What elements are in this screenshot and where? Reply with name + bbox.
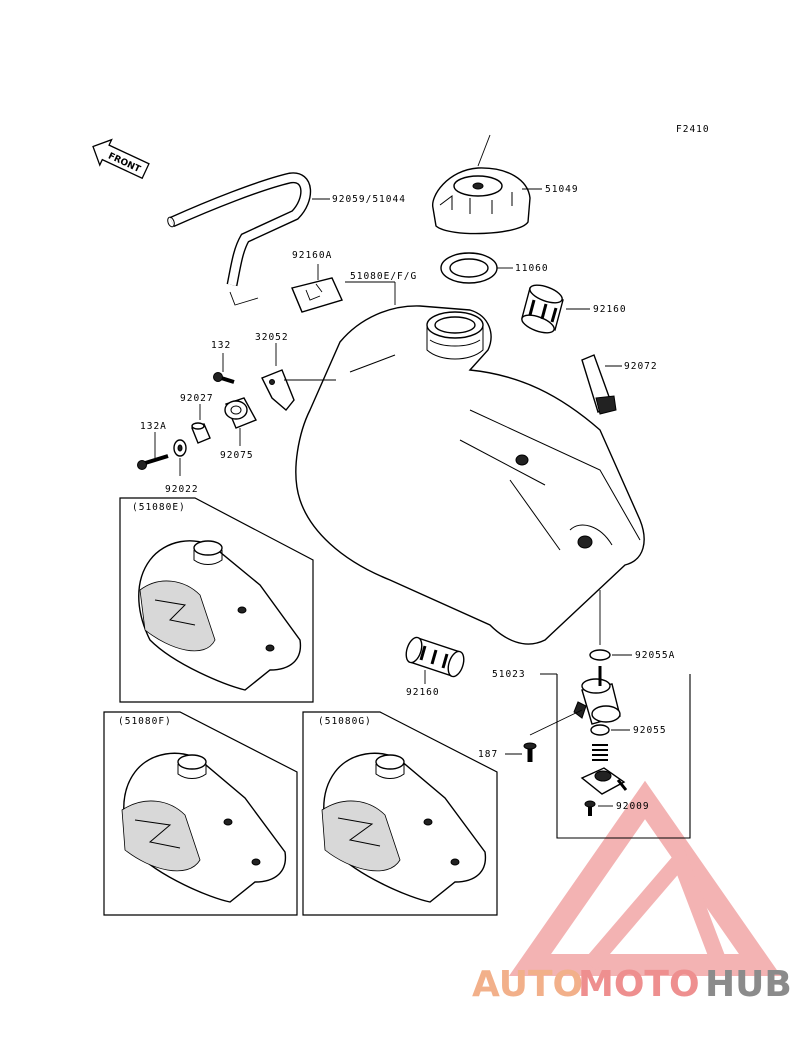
fuel-cock-box <box>556 674 691 839</box>
label-92075: 92075 <box>220 450 254 461</box>
screw-92009 <box>584 800 596 816</box>
bolt-132A <box>137 454 169 470</box>
label-92027: 92027 <box>180 393 214 404</box>
label-92009: 92009 <box>616 801 650 812</box>
main-fuel-tank <box>295 305 645 645</box>
label-51080EFG: 51080E/F/G <box>350 271 417 282</box>
label-92160A: 92160A <box>292 250 332 261</box>
label-32052: 32052 <box>255 332 289 343</box>
label-92055A: 92055A <box>635 650 675 661</box>
fuel-filter-top <box>521 284 564 334</box>
oring-92055A <box>589 649 611 661</box>
fuel-cap <box>432 134 531 235</box>
variant-box-51080F: (51080F) <box>103 711 298 916</box>
fuel-cock-body <box>573 666 621 725</box>
lever-plate <box>580 767 628 795</box>
oring-92055 <box>590 724 610 736</box>
front-arrow-icon: FRONT <box>92 138 150 180</box>
cap-gasket <box>440 252 498 284</box>
label-51023: 51023 <box>492 669 526 680</box>
bolt-187 <box>523 742 537 762</box>
label-92059: 92059/51044 <box>332 194 406 205</box>
variant-label-E: (51080E) <box>132 502 186 513</box>
washer-92022 <box>173 439 187 457</box>
label-132: 132 <box>211 340 231 351</box>
label-51049: 51049 <box>545 184 579 195</box>
label-92022: 92022 <box>165 484 199 495</box>
label-11060: 11060 <box>515 263 549 274</box>
label-92072: 92072 <box>624 361 658 372</box>
watermark-hub: HUB <box>705 964 792 1005</box>
bracket-32052 <box>261 369 336 412</box>
variant-box-51080G: (51080G) <box>302 711 498 916</box>
label-92055: 92055 <box>633 725 667 736</box>
tank-pad <box>291 277 343 313</box>
label-132A: 132A <box>140 421 167 432</box>
variant-label-F: (51080F) <box>118 716 172 727</box>
label-187: 187 <box>478 749 498 760</box>
watermark-text: AUTO MOTO HUB <box>472 964 792 1005</box>
spring <box>592 744 608 761</box>
variant-box-51080E: (51080E) <box>119 497 314 703</box>
label-92160-bottom: 92160 <box>406 687 440 698</box>
variant-label-G: (51080G) <box>318 716 372 727</box>
damper-92075 <box>224 397 257 429</box>
fuel-filter-bottom <box>405 636 465 678</box>
figure-code: F2410 <box>676 124 710 135</box>
tank-strap <box>581 354 617 415</box>
collar-92027 <box>191 422 211 444</box>
fuel-hose <box>167 172 312 306</box>
watermark-auto: AUTO <box>472 964 583 1005</box>
watermark-moto: MOTO <box>578 964 700 1005</box>
bolt-132 <box>213 372 235 384</box>
label-92160-top: 92160 <box>593 304 627 315</box>
watermark-logo <box>508 780 782 976</box>
